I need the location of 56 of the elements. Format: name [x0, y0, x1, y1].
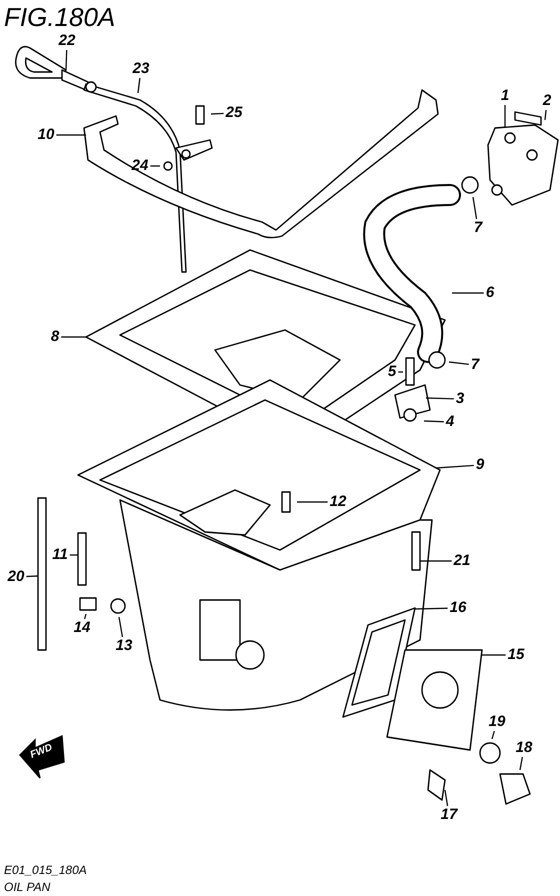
- leader-line: [56, 134, 86, 136]
- leader-line: [426, 397, 454, 400]
- callout-number: 10: [36, 127, 56, 143]
- callout-number: 2: [542, 93, 552, 109]
- leader-line: [84, 614, 87, 620]
- callout-number: 6: [484, 285, 496, 301]
- leader-line: [61, 336, 86, 338]
- callout-number: 16: [448, 600, 468, 616]
- leader-line: [452, 292, 484, 294]
- callout-number: 23: [132, 61, 150, 77]
- callout-number: 15: [506, 647, 526, 663]
- callout-number: 11: [51, 547, 69, 563]
- callout-number: 19: [488, 714, 506, 730]
- leader-line: [297, 501, 328, 503]
- callout-number: 22: [58, 33, 76, 49]
- leader-line: [210, 112, 224, 115]
- leader-line: [70, 554, 78, 556]
- leader-line: [424, 420, 444, 422]
- leader-line: [118, 616, 124, 638]
- callout-number: 25: [224, 105, 244, 121]
- callout-number: 3: [454, 391, 466, 407]
- callout-number: 17: [440, 807, 458, 823]
- leader-line: [150, 165, 160, 167]
- leader-line: [137, 78, 140, 94]
- callout-number: 21: [452, 553, 472, 569]
- leader-line: [491, 730, 495, 740]
- leader-line: [420, 560, 452, 562]
- callout-number: 14: [72, 620, 92, 636]
- callout-number: 4: [444, 414, 456, 430]
- leader-line: [414, 608, 448, 610]
- callout-number: 18: [514, 740, 534, 756]
- direction-label: FWD: [28, 742, 54, 761]
- leader-line: [65, 50, 68, 70]
- drawing-caption: OIL PAN: [4, 880, 50, 894]
- callout-number: 5: [386, 364, 398, 380]
- leader-line: [472, 196, 478, 220]
- callout-number: 7: [472, 220, 484, 236]
- leader-line: [444, 790, 448, 806]
- figure-title: FIG.180A: [4, 2, 116, 33]
- drawing-code: E01_015_180A: [4, 863, 87, 877]
- callout-number: 13: [114, 638, 134, 654]
- callout-number: 7: [470, 357, 480, 373]
- leader-line: [519, 756, 523, 770]
- leader-line: [544, 110, 547, 120]
- leader-line: [448, 361, 469, 365]
- leader-line: [26, 575, 38, 578]
- leader-line: [436, 464, 474, 469]
- leader-line: [482, 654, 506, 656]
- callout-number: 1: [500, 88, 510, 104]
- callout-number: 12: [328, 494, 348, 510]
- leader-line: [504, 105, 506, 128]
- callout-number: 8: [50, 329, 60, 345]
- callout-number: 20: [6, 569, 26, 585]
- leader-line: [398, 371, 403, 373]
- callout-number: 9: [474, 457, 486, 473]
- callout-number: 24: [130, 158, 150, 174]
